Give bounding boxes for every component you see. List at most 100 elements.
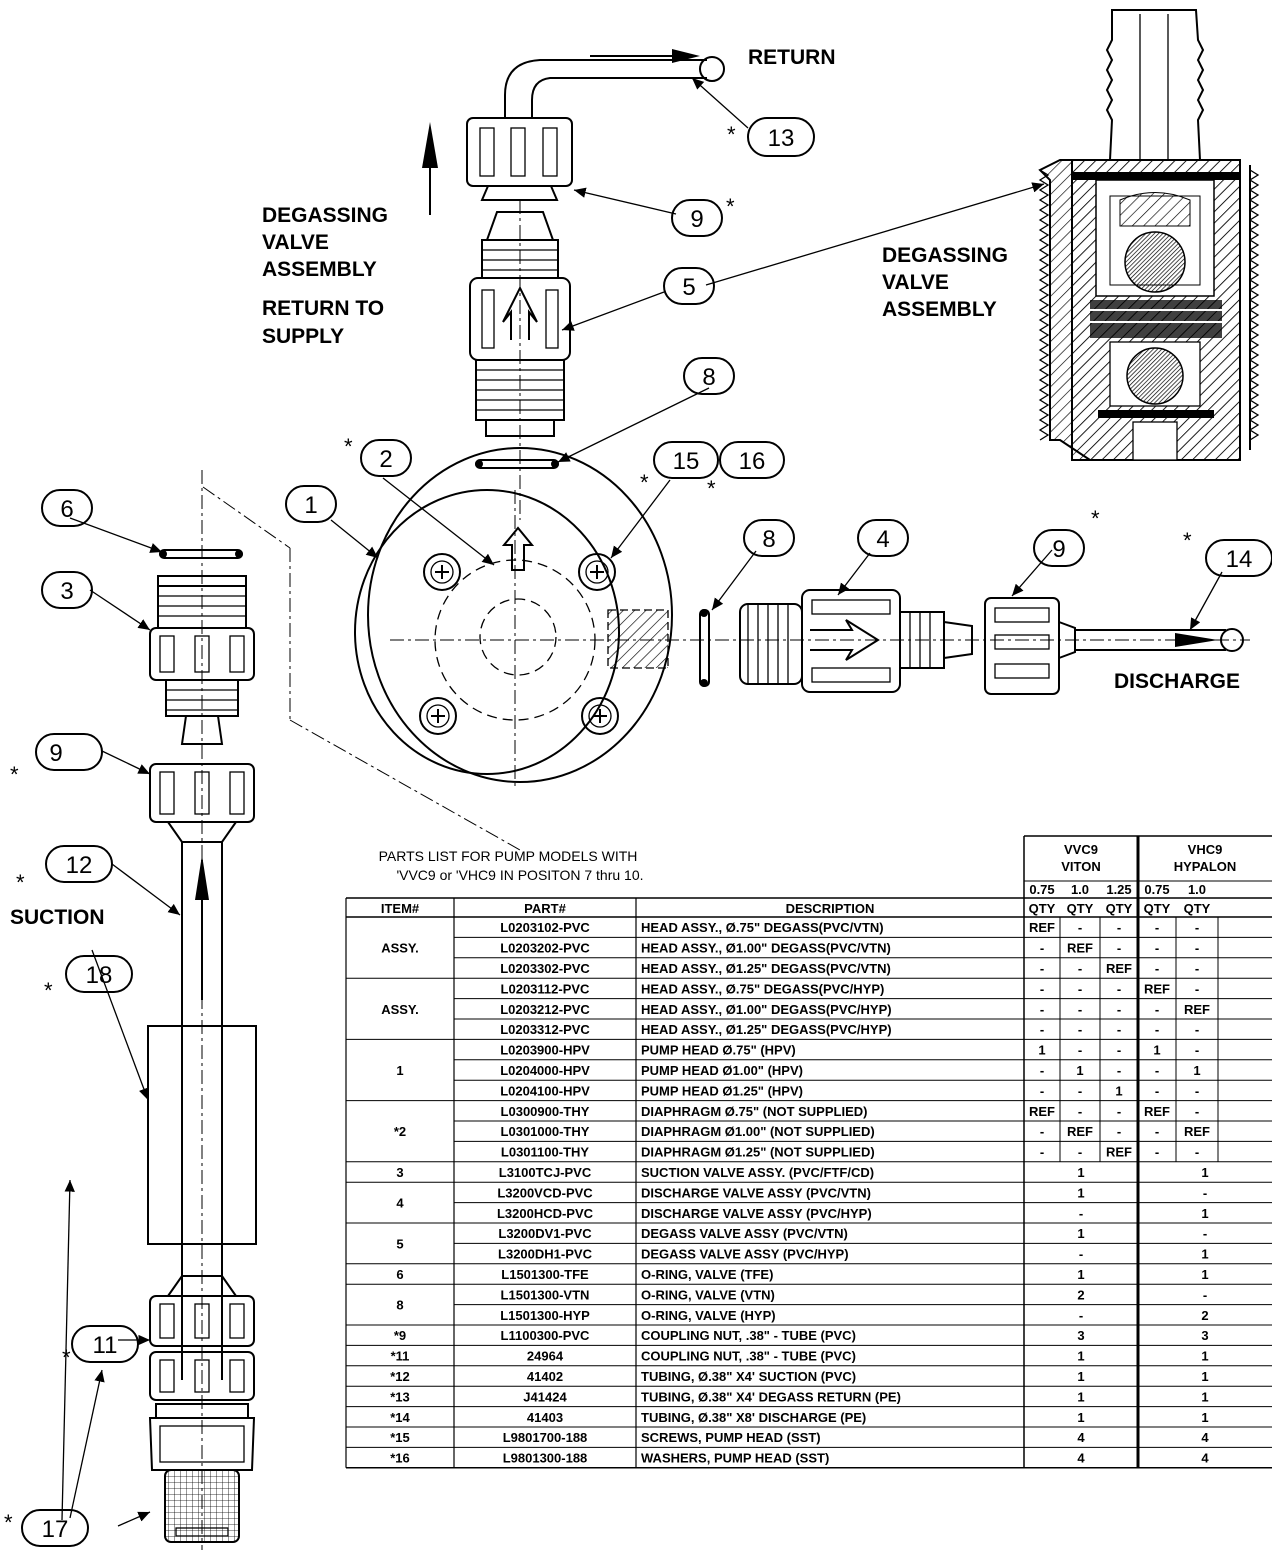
table-cell-qty: 1 bbox=[1077, 1410, 1084, 1425]
table-cell-qty: 1 bbox=[1077, 1185, 1084, 1200]
pump-head-screws bbox=[419, 553, 619, 735]
table-cell-qty: - bbox=[1040, 1124, 1044, 1139]
table-cell-qty: 3 bbox=[1077, 1328, 1084, 1343]
table-cell-qty: - bbox=[1078, 1083, 1082, 1098]
o-ring-right bbox=[699, 609, 710, 687]
o-ring-top bbox=[475, 459, 559, 469]
return-to-supply-label-2: SUPPLY bbox=[262, 325, 344, 348]
table-cell-description: COUPLING NUT, .38" - TUBE (PVC) bbox=[641, 1349, 856, 1364]
table-cell-qty: - bbox=[1117, 1043, 1121, 1058]
degassing-label-right-3: ASSEMBLY bbox=[882, 298, 997, 321]
header-qty: QTY bbox=[1029, 901, 1056, 916]
table-cell-description: TUBING, Ø.38" X4' DEGASS RETURN (PE) bbox=[641, 1389, 901, 1404]
table-cell-item: ASSY. bbox=[381, 1002, 419, 1017]
pump-head bbox=[354, 447, 1250, 790]
table-cell-part: L3200DV1-PVC bbox=[498, 1226, 592, 1241]
table-cell-qty: - bbox=[1117, 1063, 1121, 1078]
callout-15: 15 bbox=[673, 448, 700, 475]
degassing-valve-section bbox=[1038, 9, 1260, 461]
asterisk: * bbox=[4, 1510, 13, 1535]
table-cell-qty: - bbox=[1079, 1206, 1083, 1221]
header-description: DESCRIPTION bbox=[786, 901, 875, 916]
weight-sleeve bbox=[147, 1025, 257, 1245]
table-cell-qty: - bbox=[1155, 1063, 1159, 1078]
table-cell-part: L0203312-PVC bbox=[500, 1022, 590, 1037]
table-cell-qty: - bbox=[1195, 981, 1199, 996]
callout-8-top: 8 bbox=[702, 364, 715, 391]
table-cell-qty: - bbox=[1078, 1043, 1082, 1058]
table-cell-description: TUBING, Ø.38" X4' SUCTION (PVC) bbox=[641, 1369, 856, 1384]
table-cell-qty: 1 bbox=[1153, 1043, 1160, 1058]
table-cell-qty: 3 bbox=[1201, 1328, 1208, 1343]
parts-table-title-2: 'VVC9 or 'VHC9 IN POSITON 7 thru 10. bbox=[396, 867, 643, 883]
table-cell-qty: 1 bbox=[1077, 1267, 1084, 1282]
table-cell-item: *9 bbox=[394, 1328, 406, 1343]
table-cell-qty: - bbox=[1195, 1022, 1199, 1037]
asterisk: * bbox=[344, 434, 353, 459]
header-qty: QTY bbox=[1144, 901, 1171, 916]
flow-up-arrow bbox=[422, 122, 438, 215]
table-cell-part: L9801300-188 bbox=[503, 1451, 588, 1466]
table-cell-description: HEAD ASSY., Ø1.25" DEGASS(PVC/HYP) bbox=[641, 1022, 892, 1037]
table-cell-qty: REF bbox=[1144, 1104, 1170, 1119]
table-cell-qty: - bbox=[1155, 961, 1159, 976]
table-cell-qty: REF bbox=[1029, 1104, 1055, 1119]
leader-lines bbox=[61, 77, 1223, 1527]
table-cell-item: *11 bbox=[391, 1349, 410, 1364]
table-cell-qty: REF bbox=[1067, 1124, 1093, 1139]
table-cell-qty: - bbox=[1078, 920, 1082, 935]
asterisk: * bbox=[44, 978, 53, 1003]
table-cell-item: 4 bbox=[396, 1196, 404, 1211]
table-cell-part: L3200DH1-PVC bbox=[498, 1247, 593, 1262]
table-cell-qty: 2 bbox=[1201, 1308, 1208, 1323]
table-cell-qty: - bbox=[1195, 1043, 1199, 1058]
callout-9-top: 9 bbox=[690, 206, 703, 233]
return-tube bbox=[504, 49, 725, 118]
table-cell-part: L0203112-PVC bbox=[501, 981, 591, 996]
table-cell-qty: - bbox=[1155, 1124, 1159, 1139]
size-header: 1.25 bbox=[1106, 882, 1131, 897]
table-cell-description: DIAPHRAGM Ø.75" (NOT SUPPLIED) bbox=[641, 1104, 867, 1119]
group-name: VVC9 bbox=[1064, 842, 1098, 857]
table-cell-qty: - bbox=[1195, 1145, 1199, 1160]
table-cell-description: O-RING, VALVE (HYP) bbox=[641, 1308, 776, 1323]
degassing-valve-body bbox=[469, 200, 571, 520]
table-cell-qty: - bbox=[1078, 981, 1082, 996]
discharge-tube bbox=[1075, 628, 1244, 652]
coupling-nut-left bbox=[149, 763, 255, 843]
table-cell-description: SCREWS, PUMP HEAD (SST) bbox=[641, 1430, 821, 1445]
table-cell-part: L0300900-THY bbox=[501, 1104, 590, 1119]
asterisk: * bbox=[10, 762, 19, 787]
table-cell-qty: - bbox=[1155, 1083, 1159, 1098]
table-cell-qty: 4 bbox=[1201, 1451, 1209, 1466]
table-cell-description: DIAPHRAGM Ø1.00" (NOT SUPPLIED) bbox=[641, 1124, 875, 1139]
table-cell-qty: 1 bbox=[1201, 1410, 1208, 1425]
table-cell-qty: - bbox=[1155, 1022, 1159, 1037]
asterisk: * bbox=[726, 194, 735, 219]
table-cell-qty: - bbox=[1040, 1002, 1044, 1017]
table-cell-part: L1501300-VTN bbox=[501, 1287, 590, 1302]
size-header: 0.75 bbox=[1144, 882, 1169, 897]
size-header: 1.0 bbox=[1188, 882, 1206, 897]
table-cell-qty: - bbox=[1203, 1287, 1207, 1302]
coupling-nut-top bbox=[466, 117, 573, 201]
callout-17: 17 bbox=[42, 1516, 69, 1543]
table-cell-item: *14 bbox=[390, 1410, 410, 1425]
table-cell-item: *2 bbox=[394, 1124, 406, 1139]
table-cell-part: L0203202-PVC bbox=[500, 941, 590, 956]
table-cell-qty: 4 bbox=[1201, 1430, 1209, 1445]
table-cell-description: SUCTION VALVE ASSY. (PVC/FTF/CD) bbox=[641, 1165, 874, 1180]
return-to-supply-label-1: RETURN TO bbox=[262, 297, 384, 320]
table-cell-description: PUMP HEAD Ø1.00" (HPV) bbox=[641, 1063, 803, 1078]
table-cell-qty: - bbox=[1078, 961, 1082, 976]
o-ring-left bbox=[159, 549, 243, 559]
table-cell-description: DISCHARGE VALVE ASSY (PVC/VTN) bbox=[641, 1185, 871, 1200]
table-cell-qty: 2 bbox=[1077, 1287, 1084, 1302]
table-cell-part: L1100300-PVC bbox=[501, 1328, 591, 1343]
table-cell-part: 41402 bbox=[527, 1369, 563, 1384]
asterisk: * bbox=[1091, 506, 1100, 531]
degassing-label-left-2: VALVE bbox=[262, 231, 329, 254]
table-cell-qty: 1 bbox=[1201, 1349, 1208, 1364]
table-cell-qty: REF bbox=[1184, 1124, 1210, 1139]
